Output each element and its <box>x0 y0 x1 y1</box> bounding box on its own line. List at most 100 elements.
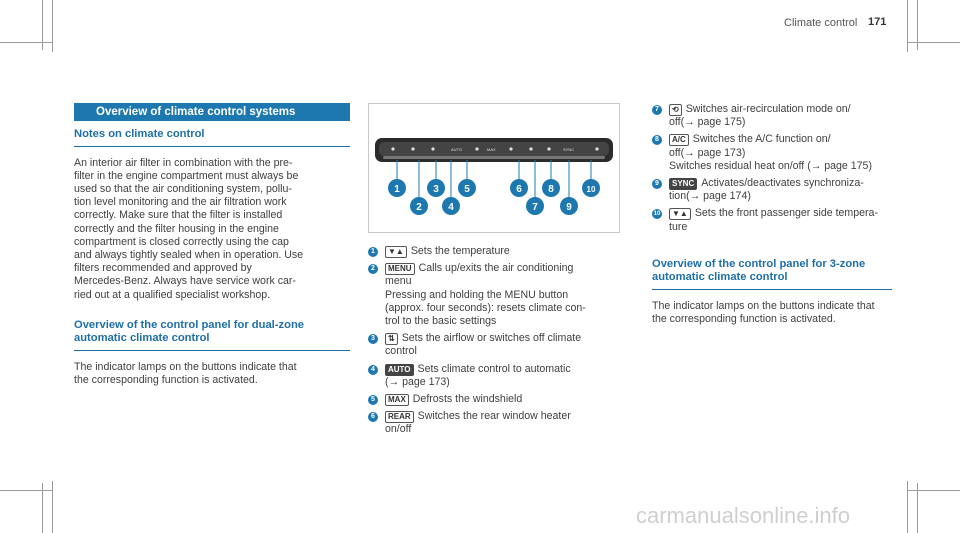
text-line: tion level monitoring and the air filtra… <box>74 196 287 209</box>
callout-5: 5 <box>458 179 476 197</box>
crop-mark <box>907 0 908 52</box>
item-text: off(→ page 175) <box>669 116 746 129</box>
watermark: carmanualsonline.info <box>636 503 851 528</box>
crop-mark <box>52 481 53 533</box>
item-text: off(→ page 173) <box>669 146 746 159</box>
auto-label: AUTO <box>451 147 462 152</box>
text-line: The indicator lamps on the buttons indic… <box>652 299 875 312</box>
crop-mark <box>917 483 918 533</box>
max-label: MAX <box>487 147 496 152</box>
callout-1: 1 <box>388 179 406 197</box>
windshield-defrost-icon: MAX <box>385 394 409 407</box>
callout-8: 8 <box>542 179 560 197</box>
running-header-title: Climate control <box>784 17 858 29</box>
text-line: the corresponding function is activated. <box>652 313 836 326</box>
item-text: Switches air-recirculation mode on/ <box>685 103 851 115</box>
heading-line: automatic climate control <box>652 271 788 284</box>
crop-mark <box>917 0 918 50</box>
svg-text:6: 6 <box>516 184 522 195</box>
callout-number: 4 <box>368 364 378 375</box>
three-zone-heading: Overview of the control panel for 3-zone… <box>652 258 892 285</box>
crop-mark <box>908 42 960 43</box>
text-line: the corresponding function is activated. <box>74 373 258 386</box>
text-line: used so that the air conditioning system… <box>74 182 292 195</box>
section-title-bar: Overview of climate control systems <box>74 103 350 121</box>
three-zone-paragraph: The indicator lamps on the buttons indic… <box>652 300 892 326</box>
left-column: Overview of climate control systems Note… <box>74 103 350 387</box>
svg-text:5: 5 <box>464 184 470 195</box>
item-text: Defrosts the windshield <box>412 393 523 406</box>
text-line: correctly and the filter housing in the … <box>74 222 279 235</box>
auto-icon: AUTO <box>385 363 414 376</box>
control-panel-figure: AUTO MAX SYNC 1 2 3 4 5 6 <box>368 103 620 233</box>
item-text: ture <box>669 220 688 233</box>
item-text: Sets climate control to automatic <box>417 362 571 375</box>
page-number: 171 <box>868 16 887 28</box>
item-text: menu <box>385 275 412 288</box>
heading-line: automatic climate control <box>74 332 210 345</box>
airflow-icon: ⇅ <box>385 333 398 346</box>
item-text: tion(→ page 174) <box>669 190 751 203</box>
svg-text:4: 4 <box>448 202 454 213</box>
callout-7: 7 <box>526 197 544 215</box>
list-item-10: 10 ▼▲Sets the front passenger side tempe… <box>652 207 892 233</box>
heading-line: Overview of the control panel for dual-z… <box>74 318 304 331</box>
item-text: Activates/deactivates synchroniza- <box>701 177 864 190</box>
notes-heading: Notes on climate control <box>74 128 350 147</box>
heading-line: Overview of the control panel for 3-zone <box>652 257 866 270</box>
crop-mark <box>42 483 43 533</box>
callout-number: 3 <box>368 334 378 345</box>
page-reference: (→ page 173) <box>385 375 450 388</box>
item-text: trol to the basic settings <box>385 315 497 328</box>
svg-text:8: 8 <box>548 184 554 195</box>
menu-button-icon: MENU <box>385 263 415 276</box>
right-column: 7 ⟲Switches air-recirculation mode on/ o… <box>652 103 892 326</box>
item-text: Switches the A/C function on/ <box>692 133 831 146</box>
item-text: Switches residual heat on/off (→ page 17… <box>669 159 872 172</box>
callout-4: 4 <box>442 197 460 215</box>
text-line: correctly. Make sure that the filter is … <box>74 209 283 222</box>
callout-2: 2 <box>410 197 428 215</box>
callout-number: 6 <box>368 412 378 423</box>
control-panel-illustration: AUTO MAX SYNC 1 2 3 4 5 6 <box>375 138 613 215</box>
svg-text:1: 1 <box>394 184 400 195</box>
text-line: The indicator lamps on the buttons indic… <box>74 360 297 373</box>
callout-number: 2 <box>368 264 378 275</box>
ac-icon: A/C <box>669 134 689 147</box>
text-line: Mercedes-Benz. Always have service work … <box>74 275 296 288</box>
callout-number: 8 <box>652 135 662 146</box>
item-text: Switches the rear window heater <box>417 410 571 423</box>
crop-mark <box>52 0 53 52</box>
crop-mark <box>0 490 52 491</box>
crop-mark <box>42 0 43 50</box>
sync-icon: SYNC <box>669 178 698 191</box>
crop-mark <box>0 42 52 43</box>
text-line: filter in the engine compartment must al… <box>74 169 299 182</box>
dual-zone-paragraph: The indicator lamps on the buttons indic… <box>74 361 350 387</box>
item-text: Calls up/exits the air conditioning <box>418 262 574 275</box>
list-item-7: 7 ⟲Switches air-recirculation mode on/ o… <box>652 103 892 129</box>
callout-number: 10 <box>652 209 662 220</box>
svg-text:7: 7 <box>532 202 538 213</box>
sync-label: SYNC <box>563 147 574 152</box>
svg-text:9: 9 <box>566 202 572 213</box>
heading-rule <box>652 288 892 290</box>
text-line: and always tightly sealed when in operat… <box>74 248 304 261</box>
item-text: Sets the temperature <box>410 245 510 257</box>
heading-rule <box>74 349 350 351</box>
temperature-arrows-icon: ▼▲ <box>385 246 407 258</box>
callout-10: 10 <box>582 179 600 197</box>
item-text: (approx. four seconds): resets climate c… <box>385 301 586 314</box>
item-text: on/off <box>385 423 412 436</box>
text-line: compartment is closed correctly using th… <box>74 235 289 248</box>
crop-mark <box>908 490 960 491</box>
recirculation-icon: ⟲ <box>669 104 682 116</box>
item-text: Sets the front passenger side tempera- <box>694 207 878 220</box>
item-text: Sets the airflow or switches off climate <box>401 332 582 345</box>
callout-number: 1 <box>368 247 378 257</box>
text-line: An interior air filter in combination wi… <box>74 156 293 169</box>
